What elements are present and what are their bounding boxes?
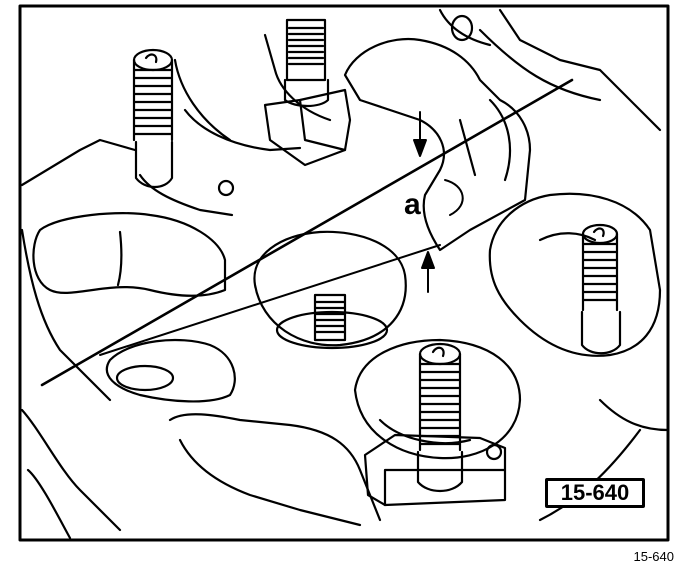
casting-outline [20,138,234,540]
top-right-rim [438,8,662,132]
lower-left-port [105,338,236,403]
top-left-stud [132,48,174,189]
small-hole-left [217,179,235,197]
lower-left-hole [115,364,175,392]
lower-stud [416,342,464,493]
center-boss-side [298,98,347,152]
reference-box: 15-640 [545,478,645,508]
lower-bore [353,338,522,460]
valve-seat-bore [253,230,407,350]
valve-stem-stud [313,293,347,342]
pocket-inner [458,98,512,182]
center-boss [263,88,352,167]
right-stud [580,223,622,355]
dimension-label: a [404,188,421,221]
lower-bore-rim [378,418,472,445]
figure-frame [18,4,670,542]
figure-caption: 15-640 [633,549,674,564]
straight-edge-lower [99,244,441,356]
right-port-inner [538,232,597,242]
small-hole-right [485,443,503,461]
lower-rib [168,398,670,527]
dimension-arrows [413,111,464,293]
left-port [32,212,227,297]
straight-edge [40,78,574,387]
top-center-stud [283,18,330,108]
left-port-inner [116,230,123,287]
upper-right-pocket [343,37,532,252]
front-boss-side [383,468,507,507]
top-rib [173,33,332,152]
right-port [488,192,662,357]
top-right-hole [450,14,474,42]
